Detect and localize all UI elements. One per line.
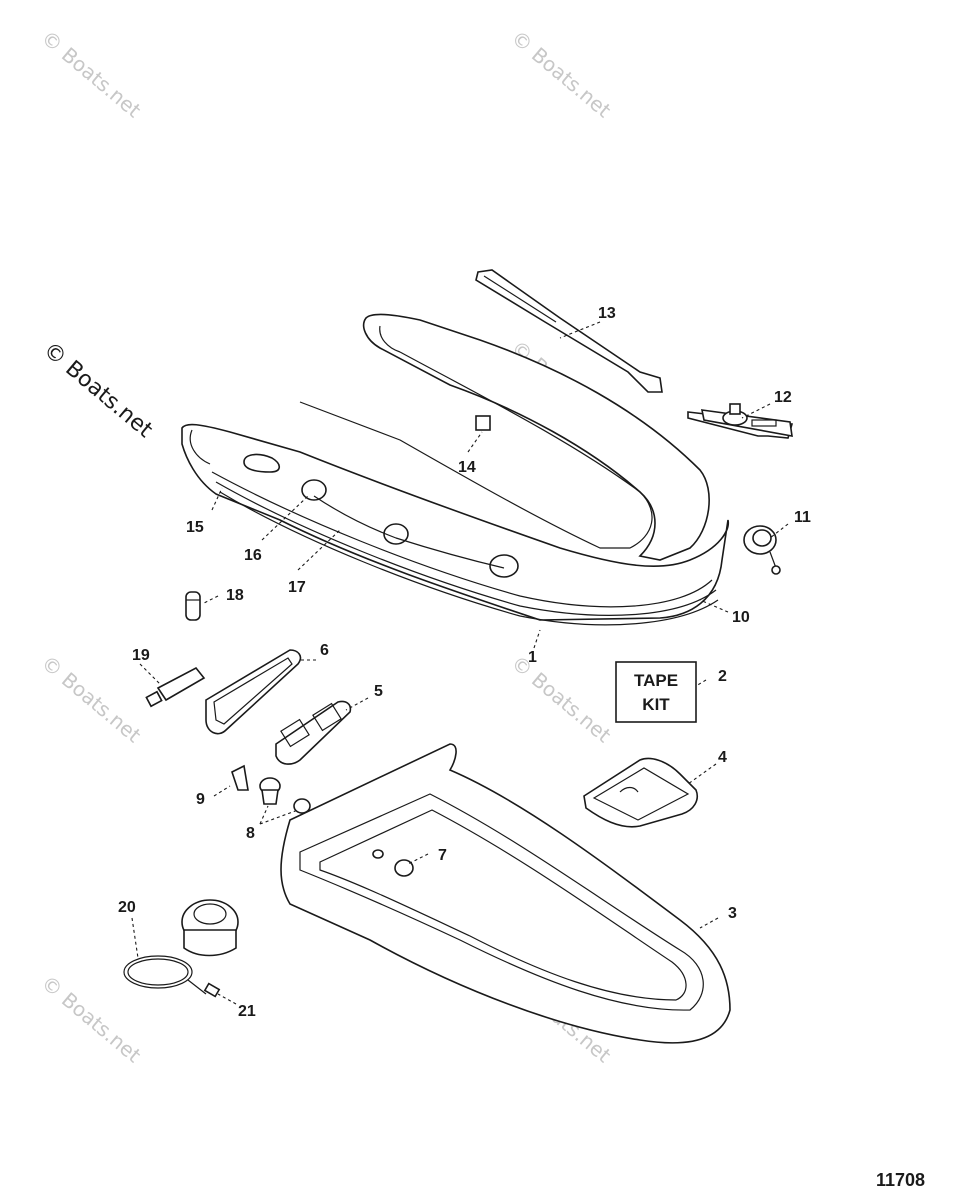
callout-11: 11	[794, 509, 811, 526]
callout-15: 15	[186, 519, 204, 536]
callout-8: 8	[246, 825, 255, 842]
figure-number: 11708	[876, 1170, 925, 1190]
clip-part	[231, 764, 249, 791]
hose-part	[123, 955, 207, 995]
oar-part	[475, 269, 663, 393]
watermark: © Boats.net	[37, 970, 146, 1067]
callout-18: 18	[226, 587, 244, 604]
callout-12: 12	[774, 389, 792, 406]
drain-plug-part	[259, 777, 311, 814]
gasket-part	[205, 649, 302, 735]
callout-3: 3	[728, 905, 737, 922]
watermark: © Boats.net	[38, 337, 157, 443]
tape-kit-box: TAPE KIT	[615, 661, 697, 723]
tape-kit-line2: KIT	[642, 695, 670, 714]
callout-20: 20	[118, 899, 136, 916]
callout-6: 6	[320, 642, 329, 659]
watermark: © Boats.net	[37, 650, 146, 747]
watermark: © Boats.net	[507, 650, 616, 747]
floor-part	[280, 743, 731, 1044]
callout-7: 7	[438, 847, 447, 864]
callout-13: 13	[598, 305, 616, 322]
seat-plate-part	[687, 403, 794, 439]
callout-4: 4	[718, 749, 727, 766]
callout-10: 10	[732, 609, 750, 626]
callout-numbers: 1 2 3 4 5 6 7 8 9 10 11 12 13 14 15 16 1…	[118, 305, 811, 1020]
inflatable-boat-part	[181, 313, 729, 626]
tape-kit-line1: TAPE	[634, 671, 678, 690]
pump-part	[181, 899, 239, 957]
callout-1: 1	[528, 649, 537, 666]
callout-17: 17	[288, 579, 306, 596]
transom-plate-part	[275, 700, 352, 765]
callout-5: 5	[374, 683, 383, 700]
callout-19: 19	[132, 647, 150, 664]
watermark: © Boats.net	[37, 25, 146, 122]
callout-2: 2	[718, 668, 727, 685]
callout-16: 16	[244, 547, 262, 564]
adhesive-tube-part	[185, 591, 201, 621]
leader-lines	[131, 321, 789, 1005]
watermark: © Boats.net	[507, 25, 616, 122]
glue-tube-part	[145, 666, 206, 708]
callout-9: 9	[196, 791, 205, 808]
valve-part	[743, 525, 781, 575]
callout-21: 21	[238, 1003, 256, 1020]
hatch-part	[583, 757, 698, 828]
adapter-part	[203, 982, 221, 998]
callout-14: 14	[458, 459, 476, 476]
